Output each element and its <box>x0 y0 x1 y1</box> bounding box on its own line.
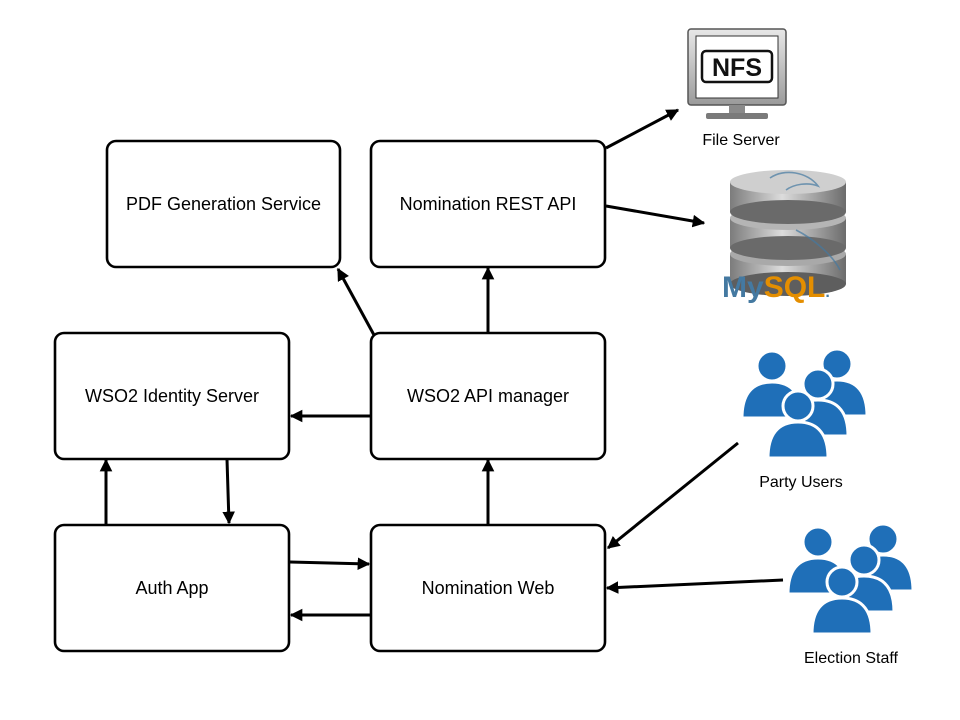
monitor-icon: NFS <box>687 28 787 119</box>
database: MySQL. <box>722 170 846 304</box>
node-nomination-rest-api: Nomination REST API <box>369 139 607 269</box>
node-auth-app: Auth App <box>53 523 291 653</box>
edge-identity-server-to-auth <box>222 458 235 525</box>
node-nomination-web: Nomination Web <box>369 523 607 653</box>
node-wso2-identity-server: WSO2 Identity Server <box>53 331 291 461</box>
node-label: WSO2 Identity Server <box>85 386 259 406</box>
users-group-icon <box>740 347 869 460</box>
party-users-label: Party Users <box>759 474 843 491</box>
file-server: NFS File Server <box>687 28 787 149</box>
edge-rest-to-file-server <box>605 108 680 150</box>
node-label: WSO2 API manager <box>407 386 569 406</box>
election-staff: Election Staff <box>786 522 915 667</box>
node-label: Nomination Web <box>422 578 555 598</box>
node-pdf-generation-service: PDF Generation Service <box>105 139 342 269</box>
node-label: Auth App <box>135 578 208 598</box>
node-label: PDF Generation Service <box>126 194 321 214</box>
mysql-logo-text: MySQL. <box>722 271 830 304</box>
party-users: Party Users <box>740 347 869 491</box>
edge-election-staff-to-web <box>605 578 784 594</box>
users-group-icon <box>786 522 915 636</box>
file-server-label: File Server <box>702 132 780 149</box>
edge-apim-to-pdf <box>336 267 376 336</box>
edge-rest-to-database <box>605 204 706 228</box>
node-wso2-api-manager: WSO2 API manager <box>369 331 607 461</box>
nfs-logo-text: NFS <box>712 54 762 82</box>
edge-auth-to-web <box>289 557 371 571</box>
node-label: Nomination REST API <box>400 194 577 214</box>
election-staff-label: Election Staff <box>804 650 899 667</box>
database-icon <box>730 170 846 296</box>
edge-party-users-to-web <box>607 441 739 550</box>
